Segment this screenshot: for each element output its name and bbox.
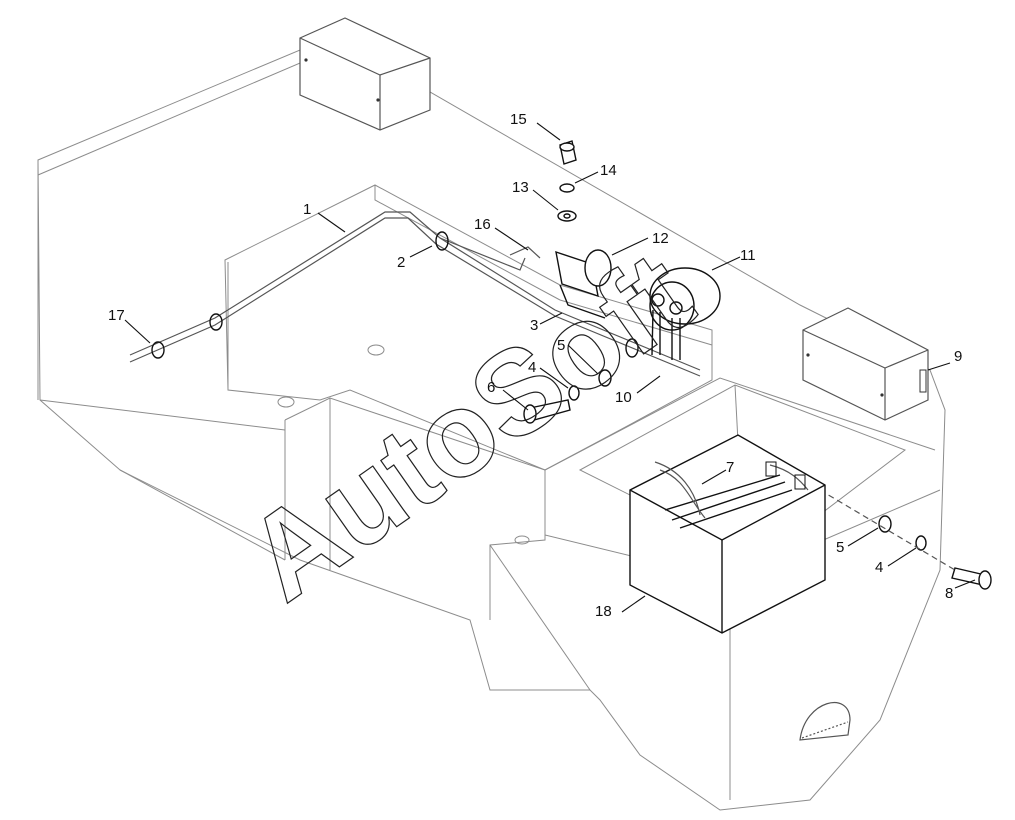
- battery: [629, 434, 826, 634]
- callout-17: 17: [108, 307, 125, 324]
- callout-3: 3: [530, 317, 538, 334]
- callout-18: 18: [595, 603, 612, 620]
- callout-9: 9: [954, 348, 962, 365]
- control-box-right: [802, 307, 929, 421]
- leader-lines: [124, 122, 976, 613]
- callout-15: 15: [510, 111, 527, 128]
- fasteners: [523, 140, 992, 590]
- callout-4: 4: [875, 559, 883, 576]
- callout-labels: 1 2 3 4 4 5 5 6 7 8 9 10 11 12 13 14 15 …: [108, 111, 962, 620]
- callout-4: 4: [528, 359, 536, 376]
- callout-1: 1: [303, 201, 311, 218]
- callout-2: 2: [397, 254, 405, 271]
- callout-5: 5: [836, 539, 844, 556]
- switch-module: [509, 246, 612, 319]
- callout-7: 7: [726, 459, 734, 476]
- callout-16: 16: [474, 216, 491, 233]
- callout-10: 10: [615, 389, 632, 406]
- callout-12: 12: [652, 230, 669, 247]
- callout-14: 14: [600, 162, 617, 179]
- callout-6: 6: [487, 379, 495, 396]
- callout-13: 13: [512, 179, 529, 196]
- callout-8: 8: [945, 585, 953, 602]
- battery-disconnect: [649, 267, 721, 360]
- callout-11: 11: [740, 247, 756, 264]
- control-box-top: [299, 17, 431, 131]
- callout-5: 5: [557, 337, 565, 354]
